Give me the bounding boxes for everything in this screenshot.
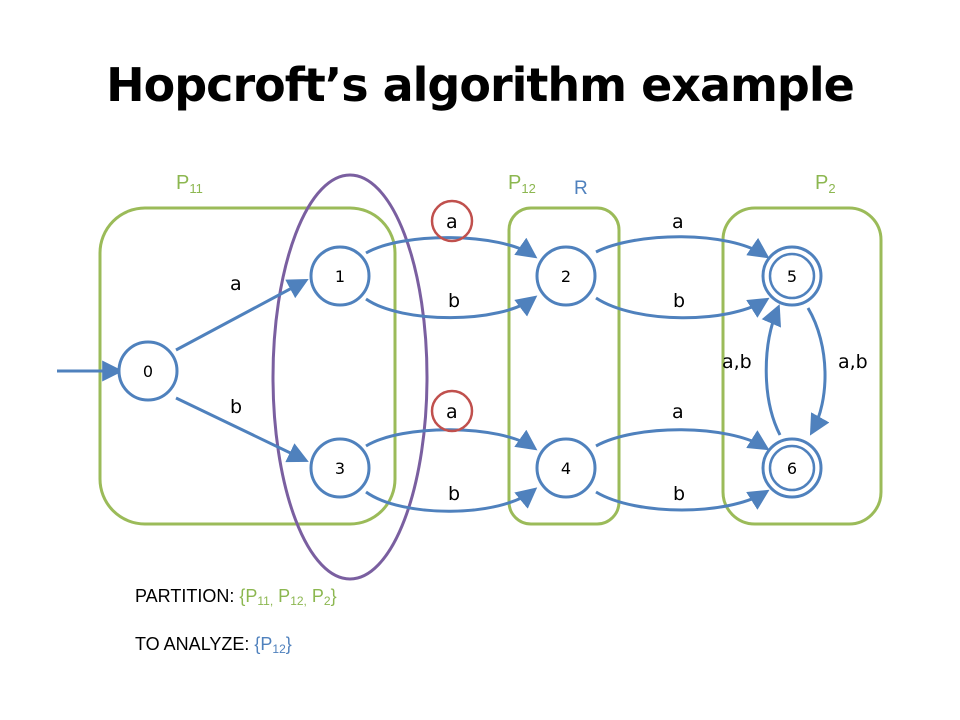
state-1: 1 bbox=[309, 245, 371, 307]
state-0: 0 bbox=[117, 340, 179, 402]
svg-text:2: 2 bbox=[561, 267, 571, 286]
edge-label-2-5-a: a bbox=[672, 211, 684, 233]
state-5-accepting: 5 bbox=[761, 245, 823, 307]
partition-label-p12: P12 bbox=[508, 172, 536, 196]
edge-label-4-6-b: b bbox=[673, 483, 685, 505]
edge-label-5-6: a,b bbox=[838, 351, 868, 373]
edge-1-2-b bbox=[365, 295, 538, 320]
edge-label-6-5: a,b bbox=[722, 351, 752, 373]
state-3: 3 bbox=[309, 437, 371, 499]
partition-label-p11: P11 bbox=[176, 172, 203, 196]
edge-5-6 bbox=[806, 307, 830, 436]
edge-label-2-5-b: b bbox=[673, 290, 685, 312]
highlight-circle-1-2-a bbox=[430, 199, 474, 243]
analyze-set: {P12} bbox=[254, 634, 292, 656]
edge-0-3 bbox=[175, 396, 309, 463]
edge-6-5 bbox=[761, 304, 782, 436]
analyze-prefix: TO ANALYZE: bbox=[135, 634, 255, 654]
svg-text:3: 3 bbox=[335, 459, 345, 478]
slide-title: Hopcroft’s algorithm example bbox=[106, 58, 855, 112]
partition-set: {P11, P12, P2} bbox=[239, 586, 337, 608]
partition-line: PARTITION: {P11, P12, P2} bbox=[135, 586, 337, 608]
svg-text:6: 6 bbox=[787, 459, 797, 478]
r-set-ellipse bbox=[271, 173, 429, 581]
state-4: 4 bbox=[535, 437, 597, 499]
edge-2-5-a bbox=[595, 235, 770, 259]
edge-label-3-4-b: b bbox=[448, 483, 460, 505]
highlight-circle-3-4-a bbox=[430, 389, 474, 433]
edge-4-6-a bbox=[595, 428, 770, 451]
edge-label-0-1: a bbox=[230, 273, 242, 295]
state-6-accepting: 6 bbox=[761, 437, 823, 499]
svg-text:4: 4 bbox=[561, 459, 571, 478]
edge-label-4-6-a: a bbox=[672, 401, 684, 423]
edge-0-1 bbox=[175, 279, 309, 352]
edge-4-6-b bbox=[595, 489, 770, 512]
edge-label-0-3: b bbox=[230, 396, 242, 418]
edge-label-1-2-b: b bbox=[448, 290, 460, 312]
r-label: R bbox=[574, 178, 588, 199]
partition-prefix: PARTITION: bbox=[135, 586, 240, 606]
edge-label-3-4-a: a bbox=[446, 401, 458, 423]
partition-p11-box bbox=[98, 206, 397, 526]
edge-label-1-2-a: a bbox=[446, 211, 458, 233]
state-2: 2 bbox=[535, 245, 597, 307]
analyze-line: TO ANALYZE: {P12} bbox=[135, 634, 292, 656]
edge-1-2-a bbox=[365, 236, 538, 259]
partition-label-p2: P2 bbox=[815, 172, 836, 196]
svg-text:5: 5 bbox=[787, 267, 797, 286]
svg-text:0: 0 bbox=[143, 362, 153, 381]
svg-text:1: 1 bbox=[335, 267, 345, 286]
edge-2-5-b bbox=[595, 296, 770, 320]
edge-3-4-b bbox=[365, 487, 538, 513]
partition-p12-box bbox=[507, 206, 621, 526]
partition-p2-box bbox=[721, 206, 883, 526]
